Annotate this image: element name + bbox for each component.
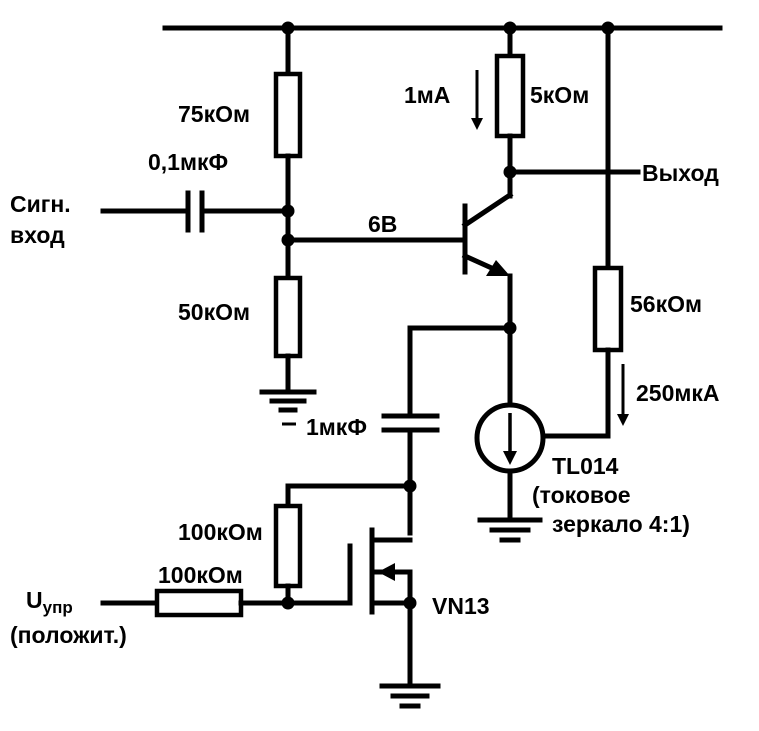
label-bias-voltage: 6В [368,211,397,237]
resistor-75k [273,71,303,159]
label-ic-desc-2: зеркало 4:1) [552,511,690,537]
label-control-note: (положит.) [10,622,127,648]
emitter-arrow-icon [486,260,510,276]
label-control-voltage: Uупр [26,587,73,617]
resistor-50k [273,275,303,359]
bias-divider [259,25,317,413]
ground-symbol-left [259,389,317,413]
label-fet-name: VN13 [432,593,490,619]
mosfet-vn13 [347,527,441,709]
gate-network [100,483,413,618]
ground-symbol-fet [379,683,441,709]
label-r-50k: 50кОм [178,299,250,325]
label-signal-in-2: вход [10,222,65,248]
label-r-5k: 5кОм [530,82,589,108]
label-current-collector: 1мА [404,82,450,108]
npn-transistor [461,191,514,276]
label-cap-input: 0,1мкФ [148,149,228,175]
mosfet-arrow-icon [378,563,395,581]
label-control-symbol: U [26,587,43,613]
label-r-100k-vertical: 100кОм [178,519,263,545]
label-cap-coupling: 1мкФ [306,414,367,440]
emitter-branch [474,273,546,543]
junction-dots [281,21,615,610]
label-output: Выход [642,160,719,186]
label-ic-name: TL014 [552,453,619,479]
reference-branch [540,25,629,439]
resistor-100k-vertical [273,503,303,589]
resistor-56k [592,265,624,353]
label-signal-in-1: Сигн. [10,191,71,217]
label-r-100k-series: 100кОм [158,562,243,588]
label-control-subscript: упр [43,598,73,617]
resistor-100k-series [154,588,244,618]
label-r-75k: 75кОм [178,101,250,127]
label-current-ref: 250мкА [636,380,720,406]
input-coupling [100,190,291,233]
label-ic-desc-1: (токовое [532,482,631,508]
collector-branch [471,25,641,199]
ground-symbol-mirror [477,517,543,543]
resistor-5k [494,53,526,139]
label-r-56k: 56кОм [630,291,702,317]
